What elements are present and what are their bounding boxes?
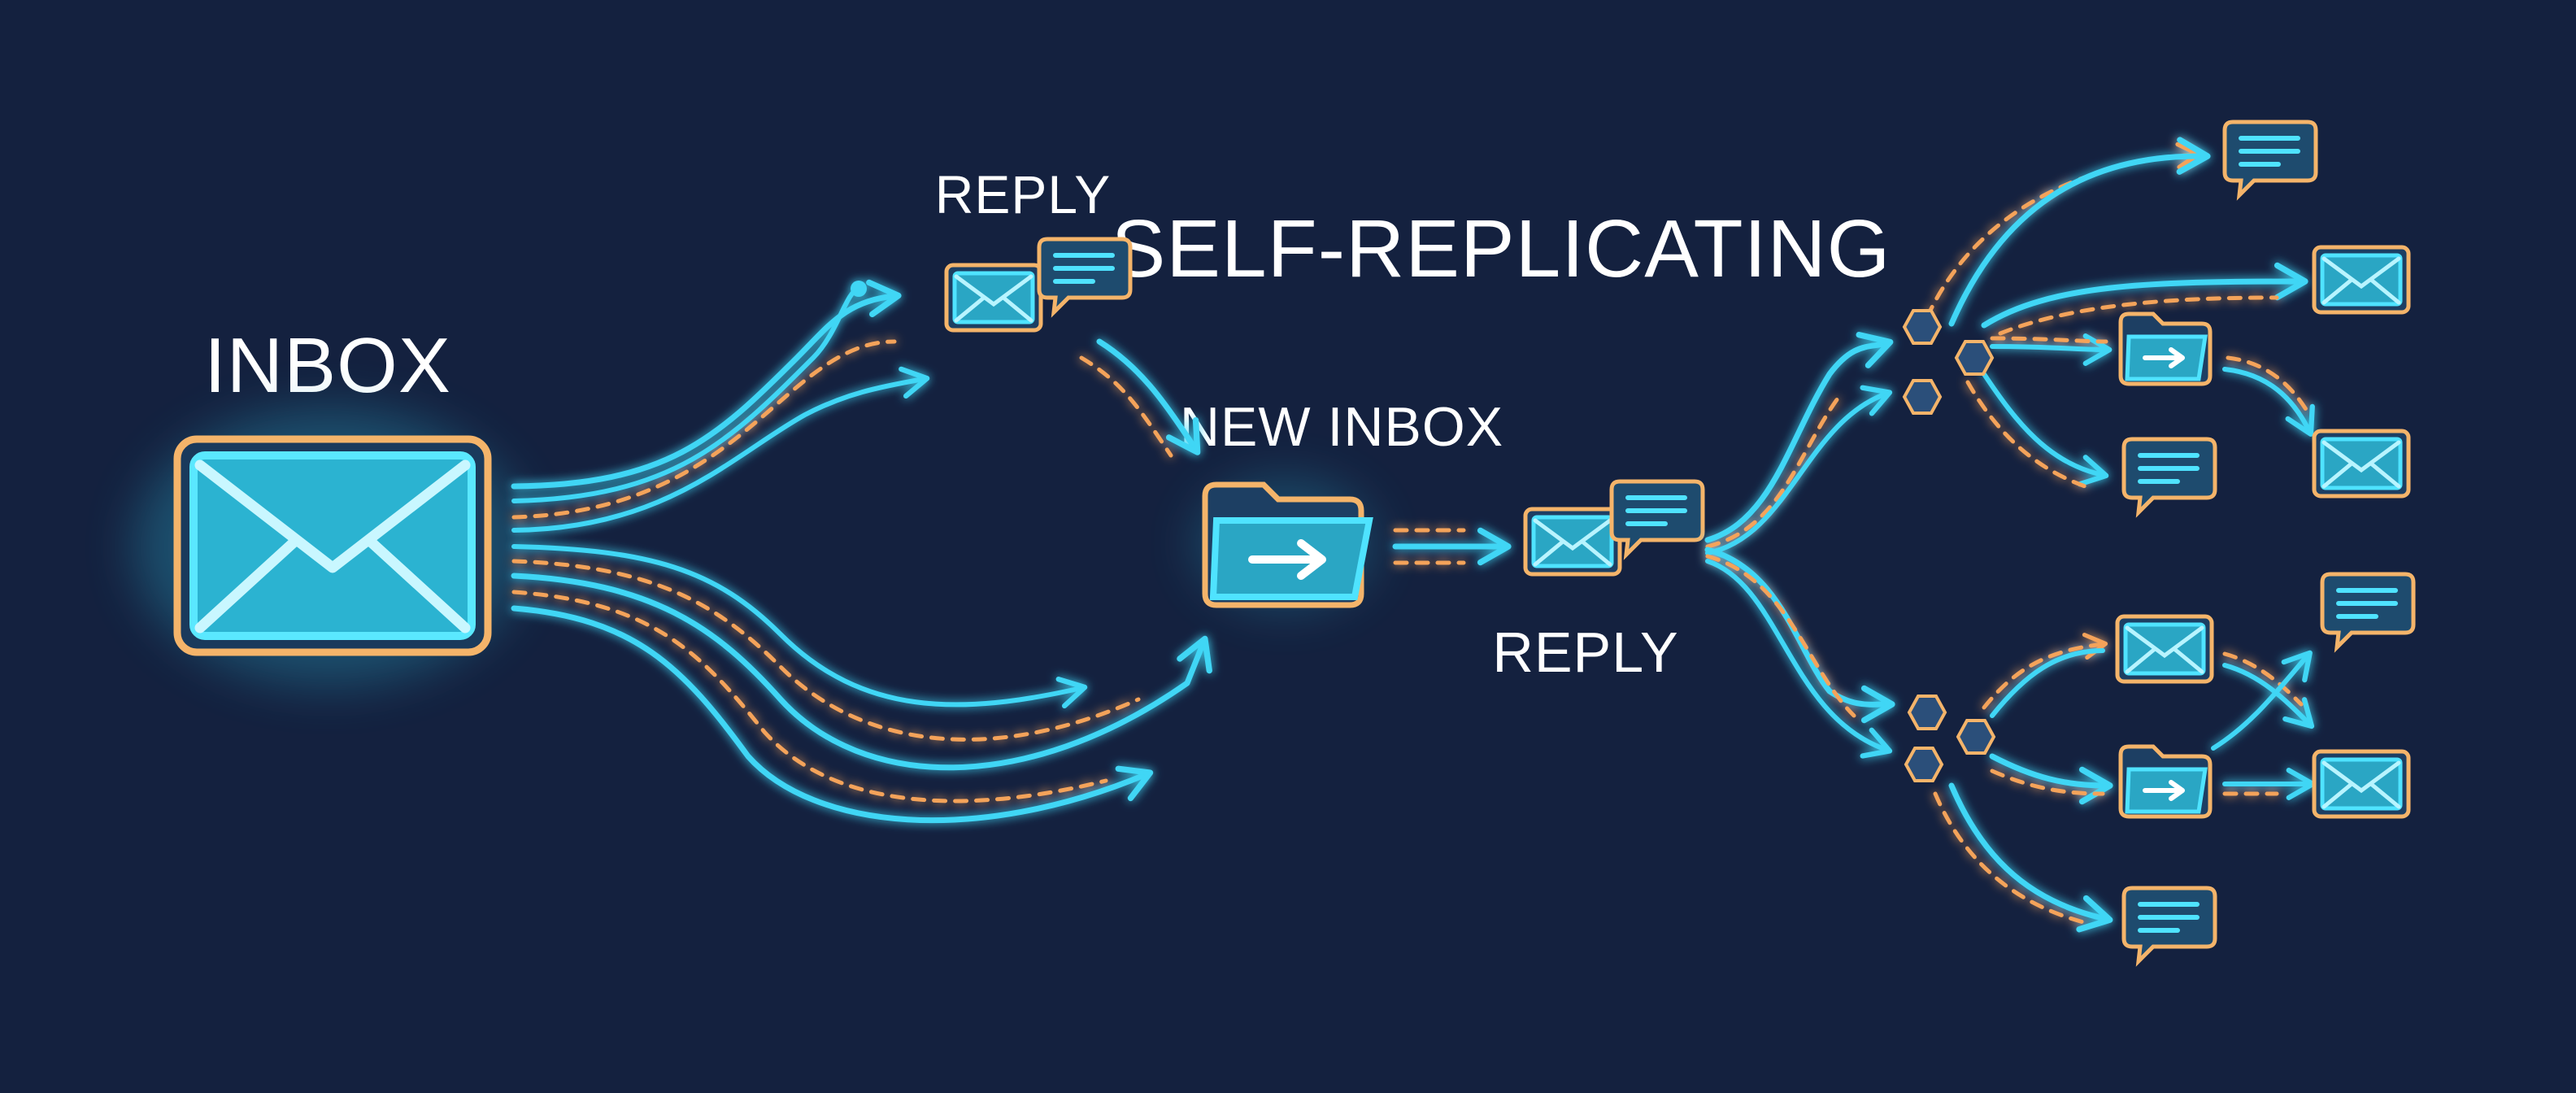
fan-out-curves — [1704, 137, 2316, 933]
new-inbox-folder-arrow-icon — [1195, 478, 1374, 608]
envelope-icon — [2314, 751, 2408, 816]
inbox-envelope-icon — [134, 408, 524, 685]
reply-to-new-inbox-arrow — [1079, 338, 1201, 458]
chat-bubble-icon — [2225, 122, 2316, 195]
inbox-label: INBOX — [204, 322, 451, 409]
new-inbox-to-reply-arrows — [1392, 527, 1512, 566]
reply-top-label: REPLY — [935, 164, 1112, 224]
folder-arrow-icon — [2121, 314, 2210, 384]
chat-bubble-icon — [2124, 439, 2215, 512]
new-inbox-label: NEW INBOX — [1180, 396, 1503, 458]
reply-center-envelope-with-chat-icon — [1525, 481, 1703, 574]
hexagon-node-icon — [1903, 309, 1995, 782]
chat-bubble-icon — [2124, 888, 2215, 961]
output-icons-upper — [2121, 122, 2408, 512]
folder-arrow-icon — [2121, 747, 2210, 816]
envelope-icon — [2314, 247, 2408, 312]
reply-center-label: REPLY — [1492, 621, 1678, 684]
chat-bubble-icon — [2322, 574, 2413, 647]
self-replicating-label: SELF-REPLICATING — [1112, 203, 1891, 294]
reply-envelope-with-chat-icon — [946, 239, 1130, 330]
inbox-outgoing-curves — [511, 279, 1212, 824]
envelope-icon — [2117, 616, 2212, 681]
envelope-icon — [2314, 431, 2408, 496]
output-icons-lower — [2117, 574, 2413, 961]
